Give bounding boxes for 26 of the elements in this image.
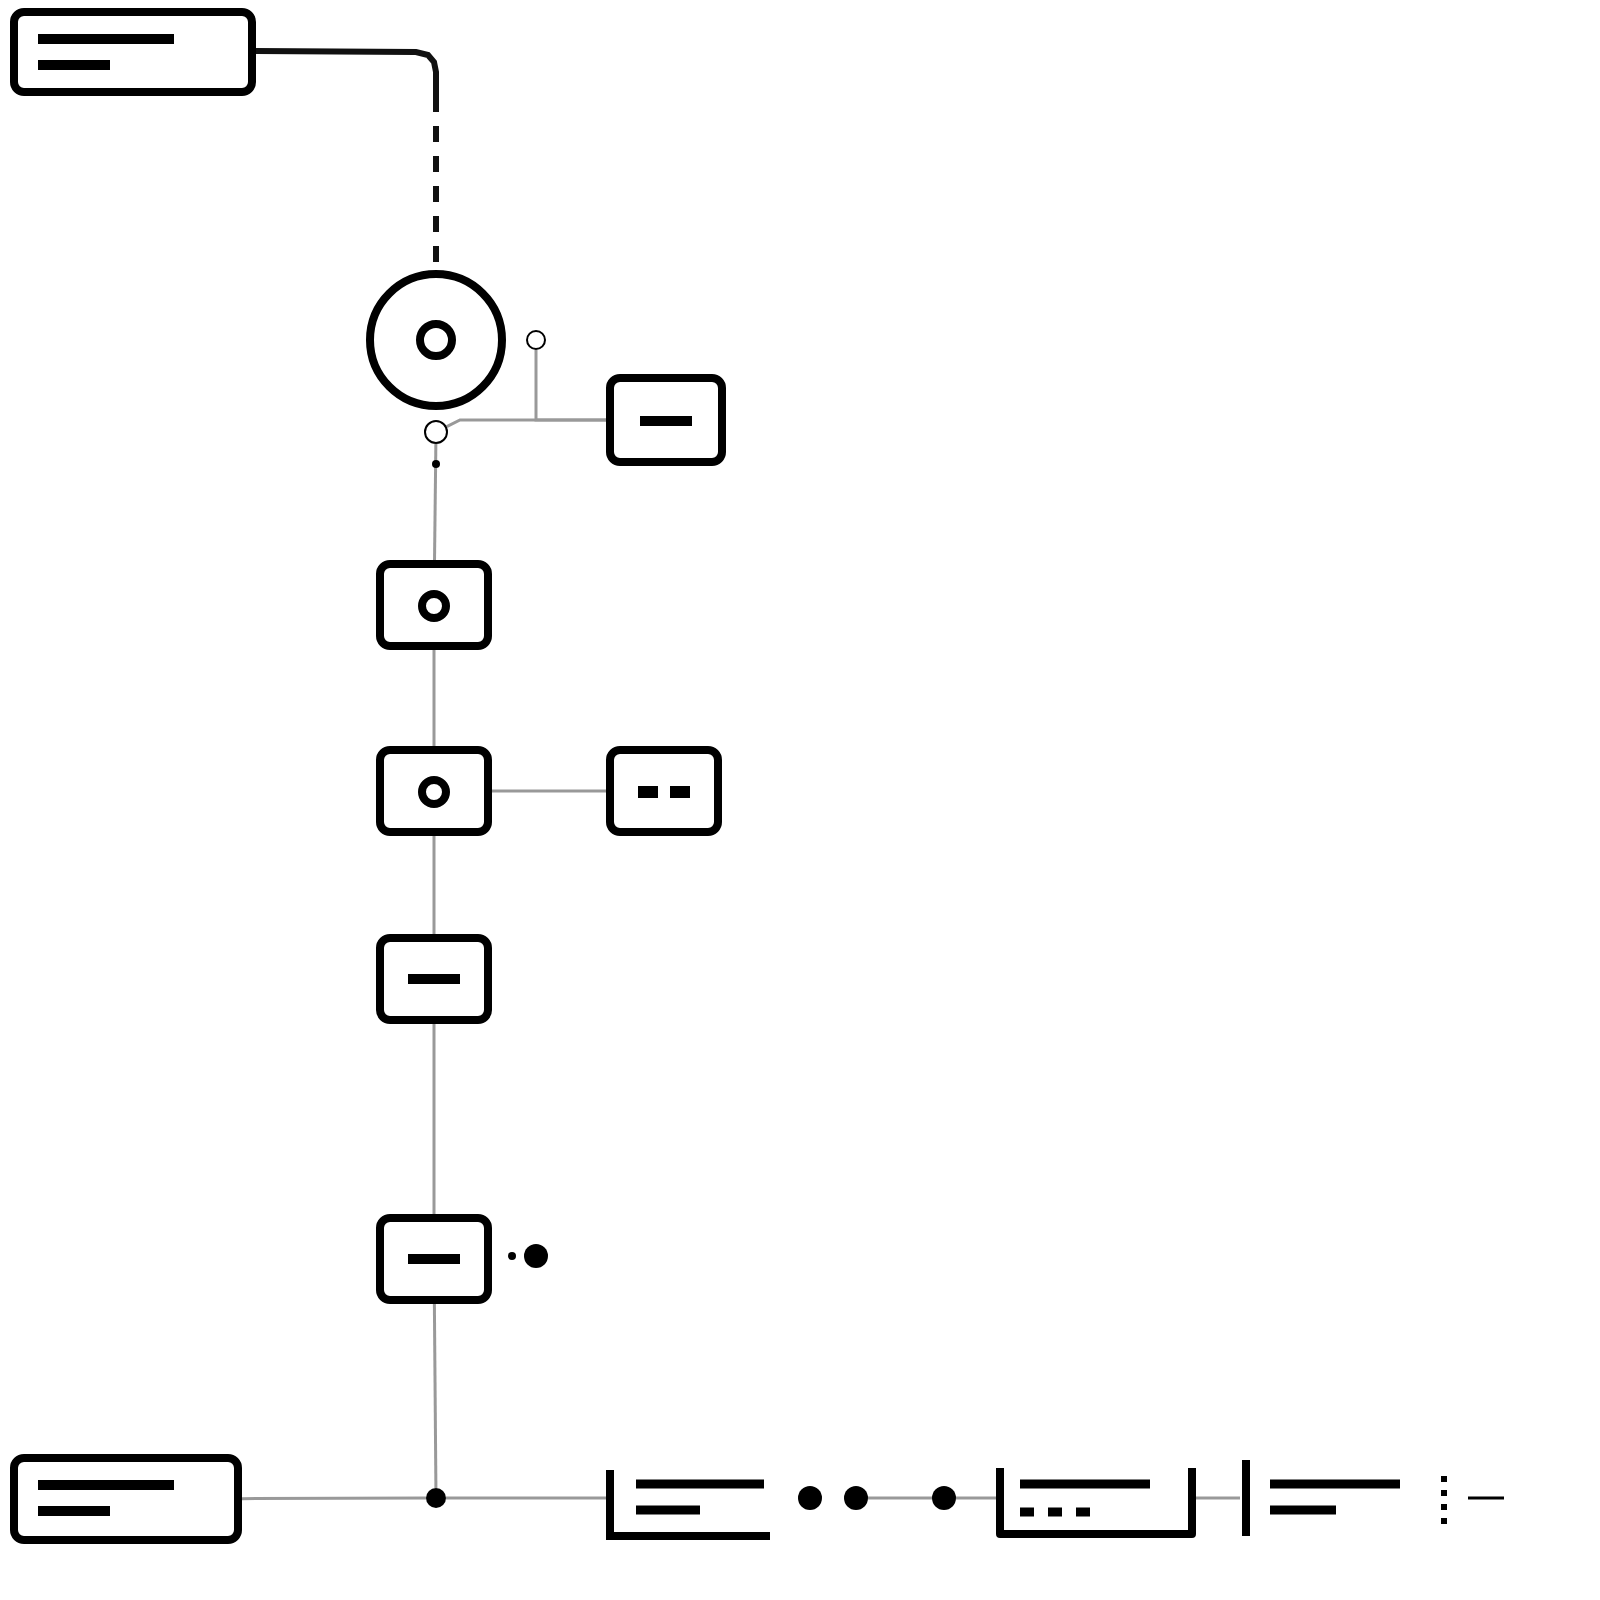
process-box (376, 934, 492, 1024)
process-box (606, 746, 722, 836)
connector-line (432, 836, 436, 934)
connector-line (432, 650, 436, 746)
connector-line (956, 1496, 996, 1500)
junction-dot (932, 1486, 956, 1510)
process-box (606, 374, 726, 466)
circle-node (526, 330, 546, 350)
process-box (376, 1214, 492, 1304)
connector-line (242, 1496, 426, 1501)
process-box (376, 746, 492, 836)
connector-line (432, 1024, 436, 1214)
connector-line (492, 789, 606, 793)
process-box (10, 1454, 242, 1544)
connector-line (432, 1304, 438, 1488)
junction-dot (426, 1488, 446, 1508)
junction-dot (844, 1486, 868, 1510)
connector-line (868, 1496, 932, 1500)
junction-dot (798, 1486, 822, 1510)
circle-node (424, 420, 448, 444)
process-box (376, 560, 492, 650)
connector-line (446, 1496, 606, 1500)
connector-line (433, 444, 438, 560)
connector-line (1196, 1496, 1240, 1500)
connector-line (534, 350, 606, 422)
process-box (10, 8, 256, 96)
